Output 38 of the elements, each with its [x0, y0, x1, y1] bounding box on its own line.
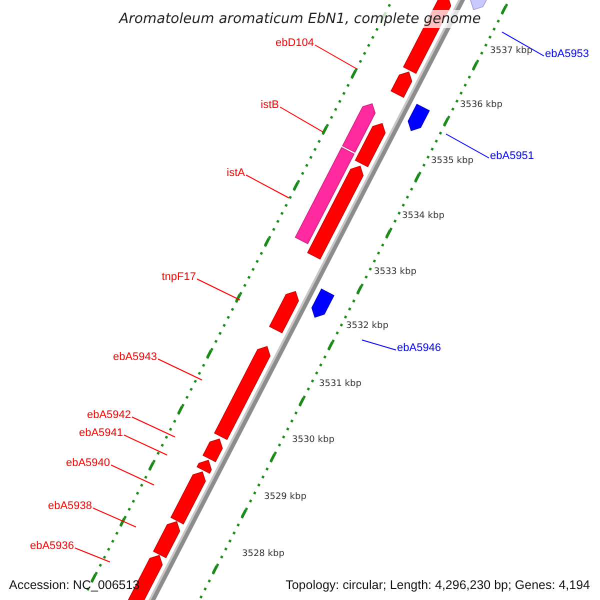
gene-label: istA	[226, 167, 245, 179]
leader-line	[502, 32, 544, 56]
gene-label: ebA5936	[30, 540, 74, 552]
leader-line	[132, 416, 176, 438]
gene-label: ebA5942	[86, 409, 131, 421]
gene-label: ebA5951	[490, 150, 534, 162]
tick-label: 3537 kbp	[490, 46, 532, 56]
gene-label: ebA5941	[78, 427, 123, 439]
tick-label: 3531 kbp	[319, 379, 362, 389]
leader-line	[314, 44, 358, 70]
leader-line	[110, 464, 154, 486]
leader-line	[196, 278, 240, 300]
tick-label: 3529 kbp	[264, 492, 306, 502]
leader-line	[124, 434, 168, 456]
genome-info-note: Topology: circular; Length: 4,296,230 bp; Genes: 4,194	[286, 578, 590, 592]
leader-line	[74, 548, 110, 562]
gene-label: ebA5938	[48, 500, 92, 512]
gene-label: ebA5943	[112, 351, 157, 363]
tick-label: 3530 kbp	[292, 435, 334, 445]
tick-label: 3528 kbp	[242, 549, 284, 559]
tick-label: 3532 kbp	[346, 321, 388, 331]
gene-label: tnpF17	[162, 271, 196, 283]
leader-line	[158, 358, 202, 380]
leader-line	[246, 174, 290, 198]
gene-label: ebA5946	[397, 342, 442, 354]
leader-line	[362, 340, 396, 350]
leader-line	[446, 134, 490, 158]
leader-line	[280, 106, 324, 132]
gene-label: ebD104	[275, 37, 314, 49]
gene-label: istB	[260, 99, 279, 111]
tick-label: 3533 kbp	[374, 267, 416, 277]
gene-label: ebA5953	[545, 48, 590, 60]
tick-label: 3536 kbp	[460, 100, 502, 110]
tick-label: 3534 kbp	[402, 211, 444, 221]
title: Aromatoleum aromaticum EbN1, complete genome	[117, 10, 483, 28]
gene-label: ebA5940	[66, 457, 110, 469]
tick-label: 3535 kbp	[431, 156, 474, 166]
leader-line	[92, 508, 136, 528]
